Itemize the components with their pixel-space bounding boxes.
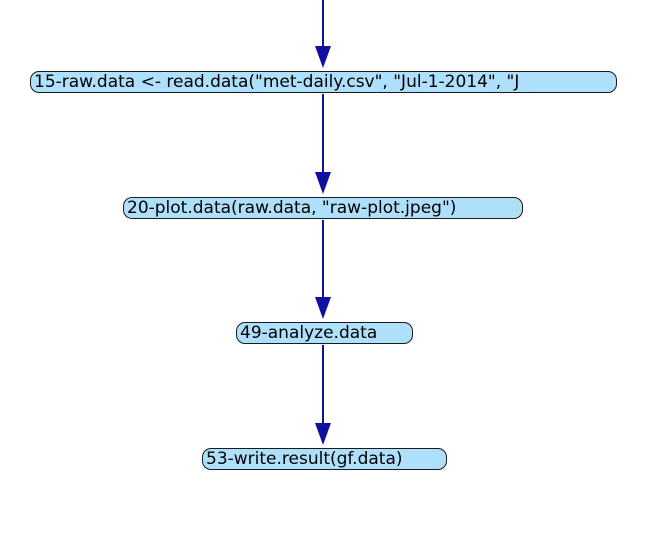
edge-49-to-53 xyxy=(315,345,331,445)
node-analyze-data[interactable]: 49-analyze.data xyxy=(236,322,413,344)
arrowhead-icon xyxy=(315,423,331,445)
arrowhead-icon xyxy=(315,172,331,194)
node-plot-data[interactable]: 20-plot.data(raw.data, "raw-plot.jpeg") xyxy=(123,197,523,219)
node-write-result[interactable]: 53-write.result(gf.data) xyxy=(202,448,447,470)
edge-20-to-49 xyxy=(315,220,331,319)
arrowhead-icon xyxy=(315,46,331,68)
arrowhead-icon xyxy=(315,297,331,319)
edge-15-to-20 xyxy=(315,94,331,194)
node-read-data[interactable]: 15-raw.data <- read.data("met-daily.csv"… xyxy=(30,71,617,93)
edge-incoming xyxy=(315,0,331,68)
